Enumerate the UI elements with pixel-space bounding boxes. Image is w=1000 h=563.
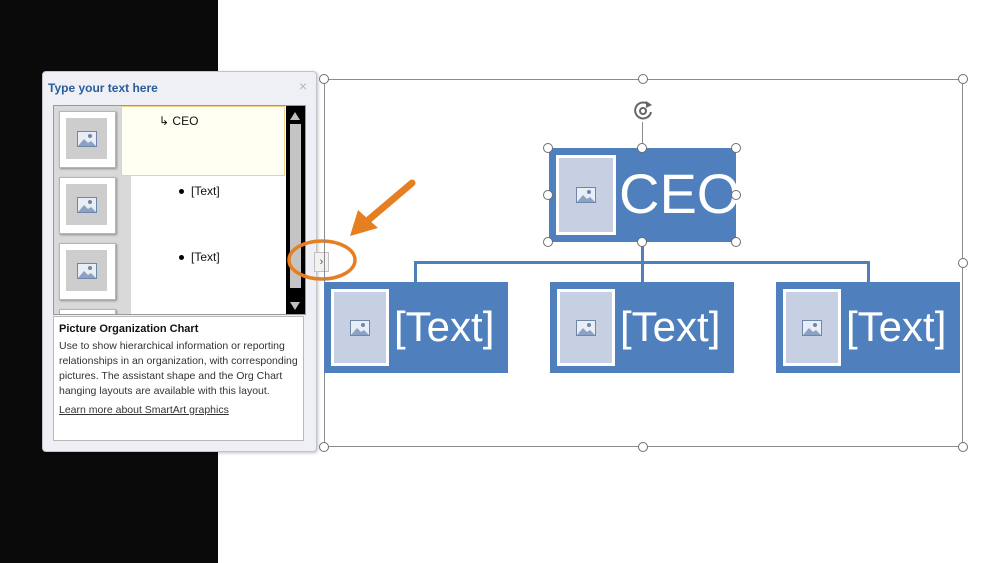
selection-handle[interactable] [731, 190, 741, 200]
text-line-ceo[interactable]: ↳ CEO [159, 114, 199, 128]
selection-handle[interactable] [637, 237, 647, 247]
picture-icon [66, 250, 107, 291]
picture-placeholder[interactable] [557, 289, 615, 366]
picture-icon [66, 118, 107, 159]
org-box-label: CEO [619, 162, 741, 225]
active-line-highlight [121, 106, 285, 176]
scroll-up-icon[interactable] [290, 112, 300, 120]
resize-handle[interactable] [958, 74, 968, 84]
text-editor[interactable]: ↳ CEO [Text] [Text] [53, 105, 306, 315]
connector-line [641, 261, 644, 282]
picture-placeholder[interactable] [783, 289, 841, 366]
text-pane: Type your text here × [42, 71, 317, 452]
bullet-icon [179, 255, 184, 261]
selection-handle[interactable] [543, 143, 553, 153]
picture-placeholder[interactable] [331, 289, 389, 366]
resize-handle[interactable] [638, 442, 648, 452]
resize-handle[interactable] [319, 442, 329, 452]
org-box-child[interactable]: [Text] [776, 282, 960, 373]
text-lines: ↳ CEO [Text] [Text] [121, 106, 286, 314]
picture-placeholder-thumbnail[interactable] [59, 177, 116, 234]
close-icon[interactable]: × [298, 78, 307, 94]
org-box-label: [Text] [846, 303, 947, 350]
annotation-circle [287, 239, 357, 281]
indent-arrow-icon: ↳ [159, 114, 170, 128]
resize-handle[interactable] [319, 74, 329, 84]
annotation-arrow-head [350, 210, 378, 236]
resize-handle[interactable] [958, 258, 968, 268]
connector-line [867, 261, 870, 282]
selection-handle[interactable] [637, 143, 647, 153]
picture-thumbnail-column [54, 106, 131, 314]
picture-placeholder-thumbnail[interactable] [59, 309, 116, 314]
bullet-icon [179, 189, 184, 195]
picture-icon [802, 319, 822, 336]
resize-handle[interactable] [638, 74, 648, 84]
picture-placeholder-thumbnail[interactable] [59, 111, 116, 168]
picture-icon [350, 319, 370, 336]
picture-icon [576, 319, 596, 336]
selection-handle[interactable] [731, 143, 741, 153]
picture-icon [576, 187, 596, 203]
layout-description: Picture Organization Chart Use to show h… [53, 316, 304, 441]
annotation-arrow-shaft [362, 179, 416, 226]
learn-more-link[interactable]: Learn more about SmartArt graphics [59, 404, 229, 416]
scroll-down-icon[interactable] [290, 302, 300, 310]
text-pane-toggle-button[interactable]: › [314, 252, 329, 272]
picture-placeholder-thumbnail[interactable] [59, 243, 116, 300]
layout-name: Picture Organization Chart [59, 323, 199, 335]
text-line-child[interactable]: [Text] [179, 250, 220, 264]
resize-handle[interactable] [958, 442, 968, 452]
rotate-connector [642, 122, 643, 147]
rotate-icon[interactable] [630, 98, 656, 124]
org-box-label: [Text] [394, 303, 495, 350]
connector-line [414, 261, 417, 282]
selection-handle[interactable] [543, 190, 553, 200]
picture-icon [66, 184, 107, 225]
org-box-ceo[interactable]: CEO [549, 148, 740, 242]
scroll-thumb[interactable] [290, 124, 301, 288]
picture-placeholder[interactable] [556, 155, 616, 235]
selection-handle[interactable] [731, 237, 741, 247]
selection-handle[interactable] [543, 237, 553, 247]
layout-description-text: Use to show hierarchical information or … [59, 340, 298, 397]
org-box-child[interactable]: [Text] [550, 282, 734, 373]
org-box-label: [Text] [620, 303, 721, 350]
connector-line [641, 242, 644, 262]
text-line-child[interactable]: [Text] [179, 184, 220, 198]
text-pane-title: Type your text here [48, 81, 158, 95]
org-box-child[interactable]: [Text] [324, 282, 508, 373]
